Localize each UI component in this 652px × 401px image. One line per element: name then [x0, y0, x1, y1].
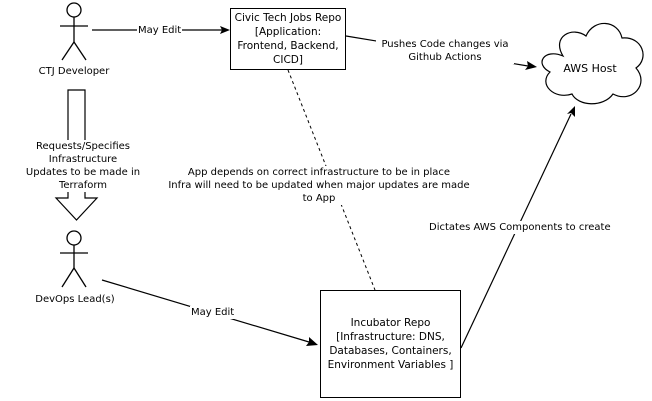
dictates-aws-arrowhead	[567, 106, 575, 117]
aws-host-label: AWS Host	[563, 62, 617, 75]
may-edit-top-label: May Edit	[137, 24, 183, 37]
incubator-repo-text: Incubator Repo [Infrastructure: DNS, Dat…	[327, 317, 454, 371]
aws-host-cloud-shape	[541, 22, 644, 105]
depends-on-label: App depends on correct infrastructure to…	[163, 166, 475, 205]
devops-lead-label: DevOps Lead(s)	[35, 294, 115, 305]
requests-infra-label: Requests/Specifies Infrastructure Update…	[0, 140, 166, 192]
civic-tech-jobs-repo-box: Civic Tech Jobs Repo [Application: Front…	[230, 8, 346, 70]
civic-tech-jobs-repo-text: Civic Tech Jobs Repo [Application: Front…	[234, 12, 342, 66]
dictates-aws-label: Dictates AWS Components to create	[428, 221, 612, 234]
ctj-developer-actor-icon	[60, 2, 88, 61]
ctj-developer-label: CTJ Developer	[38, 66, 110, 77]
may-edit-bottom-arrowhead	[306, 337, 318, 346]
pushes-code-label: Pushes Code changes via Github Actions	[376, 38, 514, 64]
may-edit-top-arrowhead	[220, 26, 230, 34]
pushes-code-arrowhead	[525, 61, 537, 70]
devops-lead-actor-icon	[60, 230, 88, 288]
incubator-repo-box: Incubator Repo [Infrastructure: DNS, Dat…	[320, 290, 461, 398]
may-edit-bottom-label: May Edit	[190, 306, 236, 319]
